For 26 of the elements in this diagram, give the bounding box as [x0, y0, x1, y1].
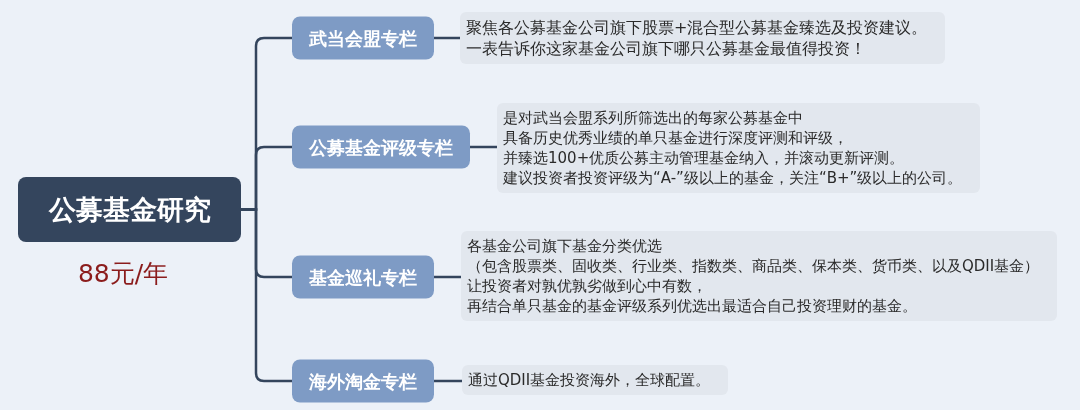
note-text: 建议投资者投资评级为“A-”级以上的基金，关注“B+”级以上的公司。: [503, 168, 963, 188]
connector-line: [434, 36, 460, 40]
note-text: 再结合单只基金的基金评级系列优选出最适合自己投资理财的基金。: [467, 296, 918, 316]
note-text: 并臻选100+优质公募主动管理基金纳入，并滚动更新评测。: [503, 148, 906, 168]
note-box: [462, 365, 729, 395]
connector-line: [470, 145, 497, 149]
note-box: [461, 231, 1058, 321]
note-text: （包含股票类、固收类、行业类、指数类、商品类、保本类、货币类、以及QDII基金）: [467, 256, 1040, 276]
note-text: 一表告诉你这家基金公司旗下哪只公募基金最值得投资！: [466, 38, 867, 59]
note-text: 各基金公司旗下基金分类优选: [467, 236, 663, 256]
note-text: 通过QDII基金投资海外，全球配置。: [468, 370, 711, 390]
price-label: 88元/年: [77, 258, 169, 290]
note-text: 具备历史优秀业绩的单只基金进行深度评测和评级，: [503, 128, 849, 148]
topic-box: 武当会盟专栏: [292, 16, 434, 60]
connector-line: [434, 275, 461, 279]
topic-box: 公募基金评级专栏: [292, 125, 470, 169]
note-text: 是对武当会盟系列所筛选出的每家公募基金中: [503, 108, 804, 128]
connector-line: [434, 379, 462, 383]
note-text: 让投资者对孰优孰劣做到心中有数，: [467, 276, 708, 296]
topic-box: 海外淘金专栏: [292, 359, 434, 403]
connector-line: [241, 208, 292, 383]
central-topic-box: 公募基金研究: [18, 177, 241, 242]
note-box: [460, 12, 946, 64]
note-text: 聚焦各公募基金公司旗下股票+混合型公募基金臻选及投资建议。: [466, 17, 928, 38]
note-box: [497, 103, 981, 193]
topic-box: 基金巡礼专栏: [292, 255, 434, 299]
